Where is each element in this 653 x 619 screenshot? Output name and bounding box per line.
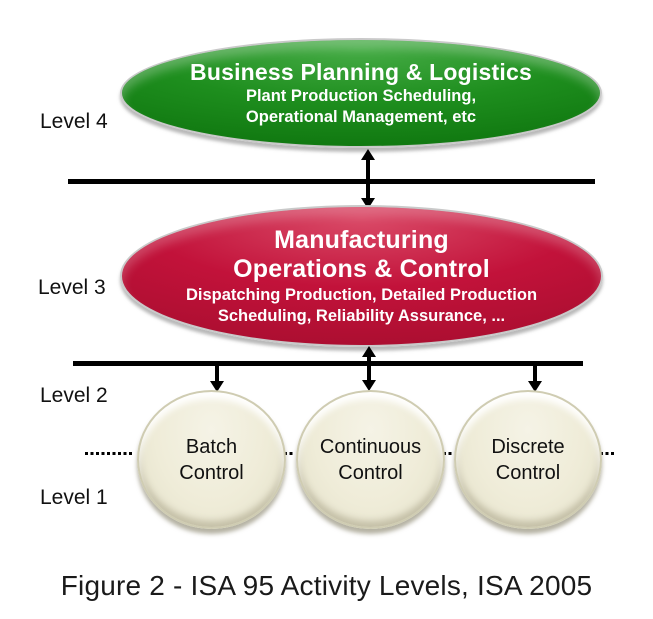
discrete-control-label-line1: Discrete — [491, 435, 565, 458]
discrete-control-circle: Discrete Control — [454, 390, 602, 529]
batch-control-circle: Batch Control — [137, 390, 286, 529]
bidirectional-arrow-level4-level3 — [361, 149, 375, 209]
arrow-down-head-icon — [361, 198, 375, 209]
dotted-continuation-line-mid2 — [443, 452, 453, 455]
level-3-label: Level 3 — [38, 276, 106, 299]
arrow-up-head-icon — [361, 149, 375, 160]
dotted-continuation-line-left — [85, 452, 133, 455]
continuous-control-label-line2: Control — [338, 461, 403, 484]
manufacturing-subtitle-line1: Dispatching Production, Detailed Product… — [185, 285, 538, 304]
level-1-label: Level 1 — [40, 486, 108, 509]
manufacturing-title-line2: Operations & Control — [233, 255, 490, 284]
arrow-down-head-icon — [210, 381, 224, 392]
level-4-3-boundary-line — [68, 179, 595, 184]
business-planning-subtitle-line2: Operational Management, etc — [245, 107, 477, 126]
manufacturing-title-line1: Manufacturing — [274, 225, 449, 254]
batch-control-label-line2: Control — [179, 461, 244, 484]
level-2-label: Level 2 — [40, 384, 108, 407]
down-arrow-discrete-control — [528, 362, 542, 392]
manufacturing-subtitle-line2: Scheduling, Reliability Assurance, ... — [217, 306, 506, 325]
down-arrow-batch-control — [210, 362, 224, 392]
batch-control-label-line1: Batch — [185, 435, 238, 458]
business-planning-title: Business Planning & Logistics — [190, 58, 532, 85]
arrow-down-head-icon — [528, 381, 542, 392]
discrete-control-label-line2: Control — [495, 461, 561, 484]
level-3-2-boundary-line — [73, 361, 583, 366]
manufacturing-operations-ellipse: Manufacturing Operations & Control Dispa… — [120, 205, 603, 347]
figure-caption: Figure 2 - ISA 95 Activity Levels, ISA 2… — [60, 570, 593, 601]
arrow-up-head-icon — [362, 346, 376, 357]
level-4-label: Level 4 — [40, 110, 108, 133]
business-planning-ellipse: Business Planning & Logistics Plant Prod… — [120, 38, 602, 148]
continuous-control-label-line1: Continuous — [319, 435, 422, 458]
dotted-continuation-line-right — [600, 452, 616, 455]
continuous-control-circle: Continuous Control — [296, 390, 445, 529]
dotted-continuation-line-mid1 — [284, 452, 295, 455]
arrow-down-head-icon — [362, 380, 376, 391]
business-planning-subtitle-line1: Plant Production Scheduling, — [245, 86, 477, 105]
bidirectional-arrow-level3-level2 — [362, 346, 376, 391]
